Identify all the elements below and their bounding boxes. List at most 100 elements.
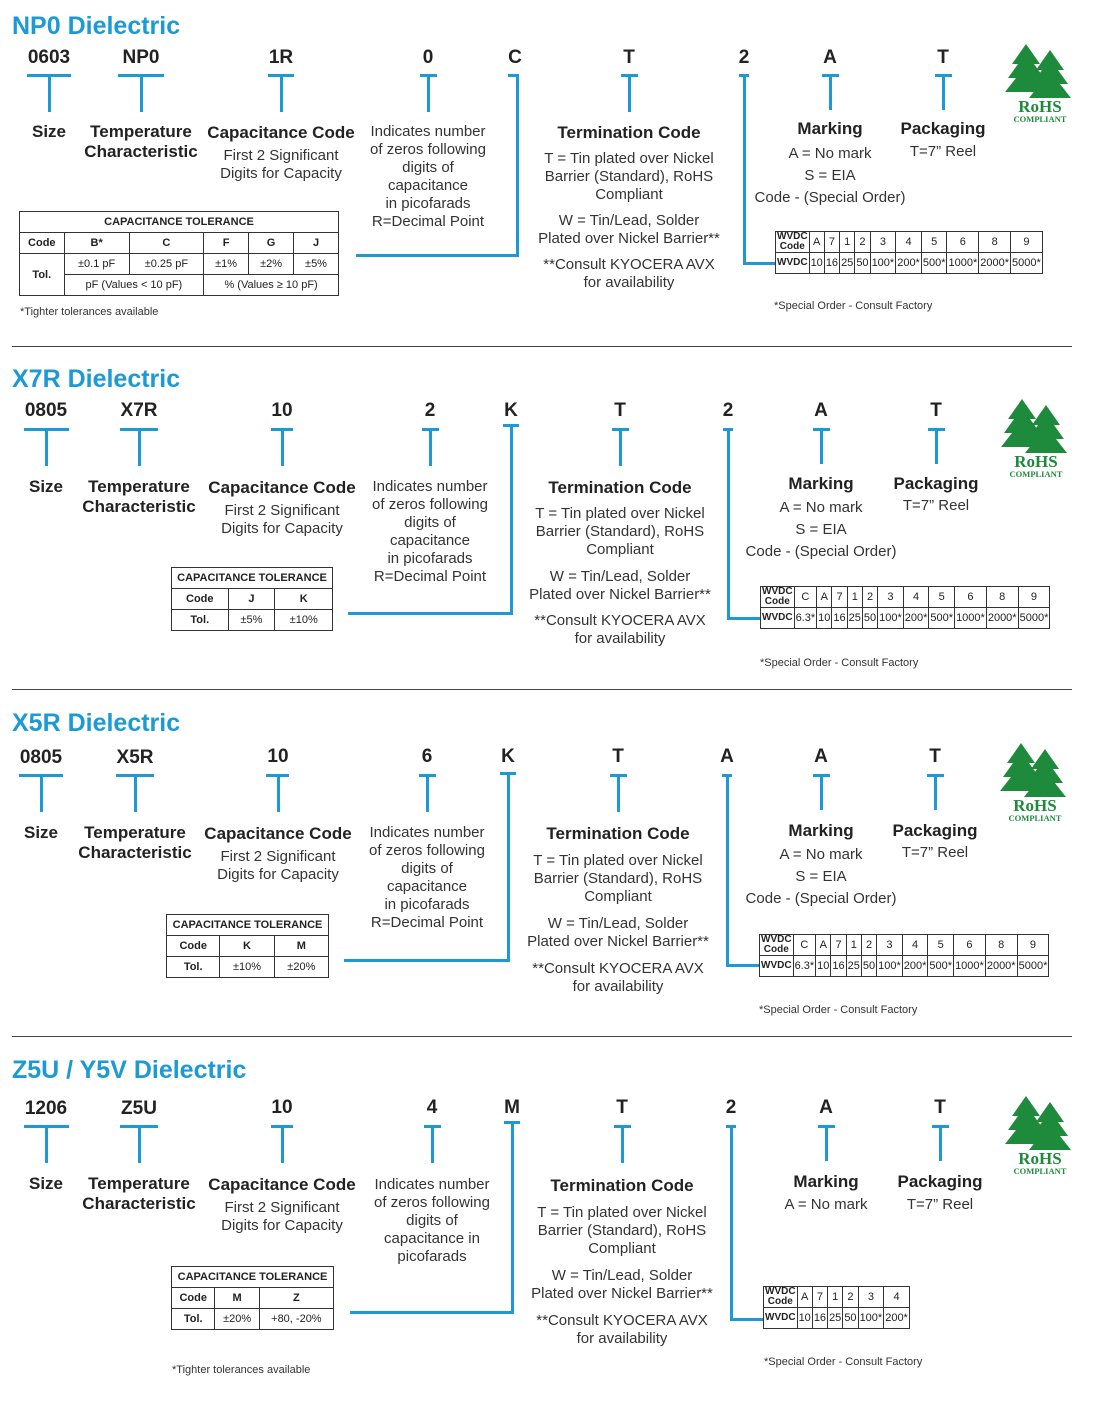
- section-title: X5R Dielectric: [12, 709, 181, 737]
- code-zeros: 6: [421, 746, 433, 767]
- term-label: Termination Code: [550, 1176, 694, 1195]
- wvdc-code-cell: 2: [854, 231, 871, 253]
- wvdc-code-cell: 1: [839, 231, 856, 253]
- mark-label: Marking: [797, 119, 863, 138]
- code-capacitance: 10: [271, 1097, 293, 1118]
- table-cell: K: [274, 588, 333, 610]
- rohs-text: RoHS: [1018, 1149, 1061, 1168]
- table-cell: pF (Values < 10 pF): [63, 274, 205, 296]
- connector-line: [934, 774, 937, 810]
- wvdc-code-cell: A: [796, 1286, 813, 1308]
- wvdc-code-cell: 6: [954, 586, 987, 608]
- wvdc-value-cell: 100*: [876, 955, 903, 977]
- table-cell: ±5%: [293, 253, 339, 275]
- wvdc-label: WVDC: [759, 955, 794, 977]
- table-header: Tol.: [170, 1308, 216, 1330]
- wvdc-code-cell: 8: [984, 934, 1018, 956]
- connector-line: [138, 1125, 141, 1163]
- table-cell: M: [273, 935, 330, 957]
- section-title: NP0 Dielectric: [12, 12, 181, 40]
- table-title: CAPACITANCE TOLERANCE: [19, 211, 339, 233]
- section-divider: [12, 689, 1072, 690]
- wvdc-value-cell: 16: [823, 252, 841, 274]
- connector-line: [617, 774, 620, 812]
- wvdc-code-cell: 2: [861, 586, 879, 608]
- code-termination: T: [623, 47, 635, 68]
- connector-line: [935, 428, 938, 464]
- rohs-logo-icon: RoHS COMPLIANT: [1001, 399, 1067, 479]
- connector-line: [507, 772, 510, 962]
- wvdc-value-cell: 5000*: [1010, 252, 1043, 274]
- wvdc-value-cell: 10: [796, 1307, 813, 1329]
- wvdc-code-cell: C: [793, 586, 818, 608]
- wvdc-code-cell: 8: [978, 231, 1012, 253]
- wvdc-code-cell: 3: [869, 231, 897, 253]
- x5r-section: X5R Dielectric 0805 X5R 10 6 K T A A T S…: [0, 697, 1100, 1035]
- wvdc-value-cell: 50: [854, 252, 871, 274]
- code-marking: A: [814, 400, 828, 421]
- code-zeros: 0: [422, 47, 434, 68]
- wvdc-code-cell: 5: [927, 934, 955, 956]
- connector-line: [45, 1125, 48, 1163]
- table-cell: ±0.25 pF: [128, 253, 205, 275]
- wvdc-value-cell: 50: [842, 1307, 859, 1329]
- rohs-compliant-text: COMPLIANT: [1014, 1166, 1067, 1176]
- rohs-text: RoHS: [1014, 452, 1057, 471]
- connector-line: [350, 1311, 514, 1314]
- wvdc-value-cell: 200*: [901, 955, 929, 977]
- connector-line: [820, 428, 823, 464]
- wvdc-value-cell: 25: [827, 1307, 844, 1329]
- cap-label: Capacitance Code: [208, 478, 356, 497]
- code-packaging: T: [934, 1097, 946, 1118]
- wvdc-code-cell: 5: [928, 586, 956, 608]
- wvdc-value-cell: 1000*: [946, 252, 980, 274]
- connector-line: [829, 74, 832, 110]
- rohs-text: RoHS: [1013, 796, 1056, 815]
- rohs-logo-icon: RoHS COMPLIANT: [1005, 1096, 1071, 1176]
- special-order-note: *Special Order - Consult Factory: [774, 300, 933, 312]
- wvdc-code-cell: A: [815, 934, 832, 956]
- size-label: Size: [31, 122, 67, 141]
- code-zeros: 4: [426, 1097, 438, 1118]
- term-label: Termination Code: [557, 123, 701, 142]
- connector-line: [348, 612, 513, 615]
- connector-line: [426, 774, 429, 812]
- wvdc-value-cell: 25: [839, 252, 856, 274]
- mark-desc: A = No mark: [784, 1196, 868, 1213]
- table-cell: K: [219, 935, 275, 957]
- code-temp: X5R: [116, 747, 154, 768]
- cap-label: Capacitance Code: [207, 123, 355, 142]
- wvdc-code-cell: C: [792, 934, 817, 956]
- wvdc-code-cell: 9: [1016, 934, 1050, 956]
- connector-line: [743, 74, 746, 265]
- connector-line: [344, 959, 510, 962]
- pack-desc: T=7” Reel: [909, 143, 977, 160]
- size-label: Size: [28, 1174, 64, 1193]
- code-voltage: A: [720, 746, 734, 767]
- connector-line: [281, 1125, 284, 1163]
- wvdc-value-cell: 2000*: [978, 252, 1012, 274]
- table-cell: M: [214, 1287, 260, 1309]
- table-cell: B*: [63, 232, 130, 254]
- connector-line: [40, 774, 43, 812]
- wvdc-code-cell: 4: [895, 231, 922, 253]
- connector-line: [45, 428, 48, 466]
- code-tolerance: K: [501, 746, 515, 767]
- section-title: X7R Dielectric: [12, 365, 181, 393]
- code-voltage: 2: [725, 1097, 737, 1118]
- wvdc-value-cell: 1000*: [953, 955, 986, 977]
- wvdc-code-cell: 1: [846, 586, 863, 608]
- code-tolerance: K: [504, 400, 518, 421]
